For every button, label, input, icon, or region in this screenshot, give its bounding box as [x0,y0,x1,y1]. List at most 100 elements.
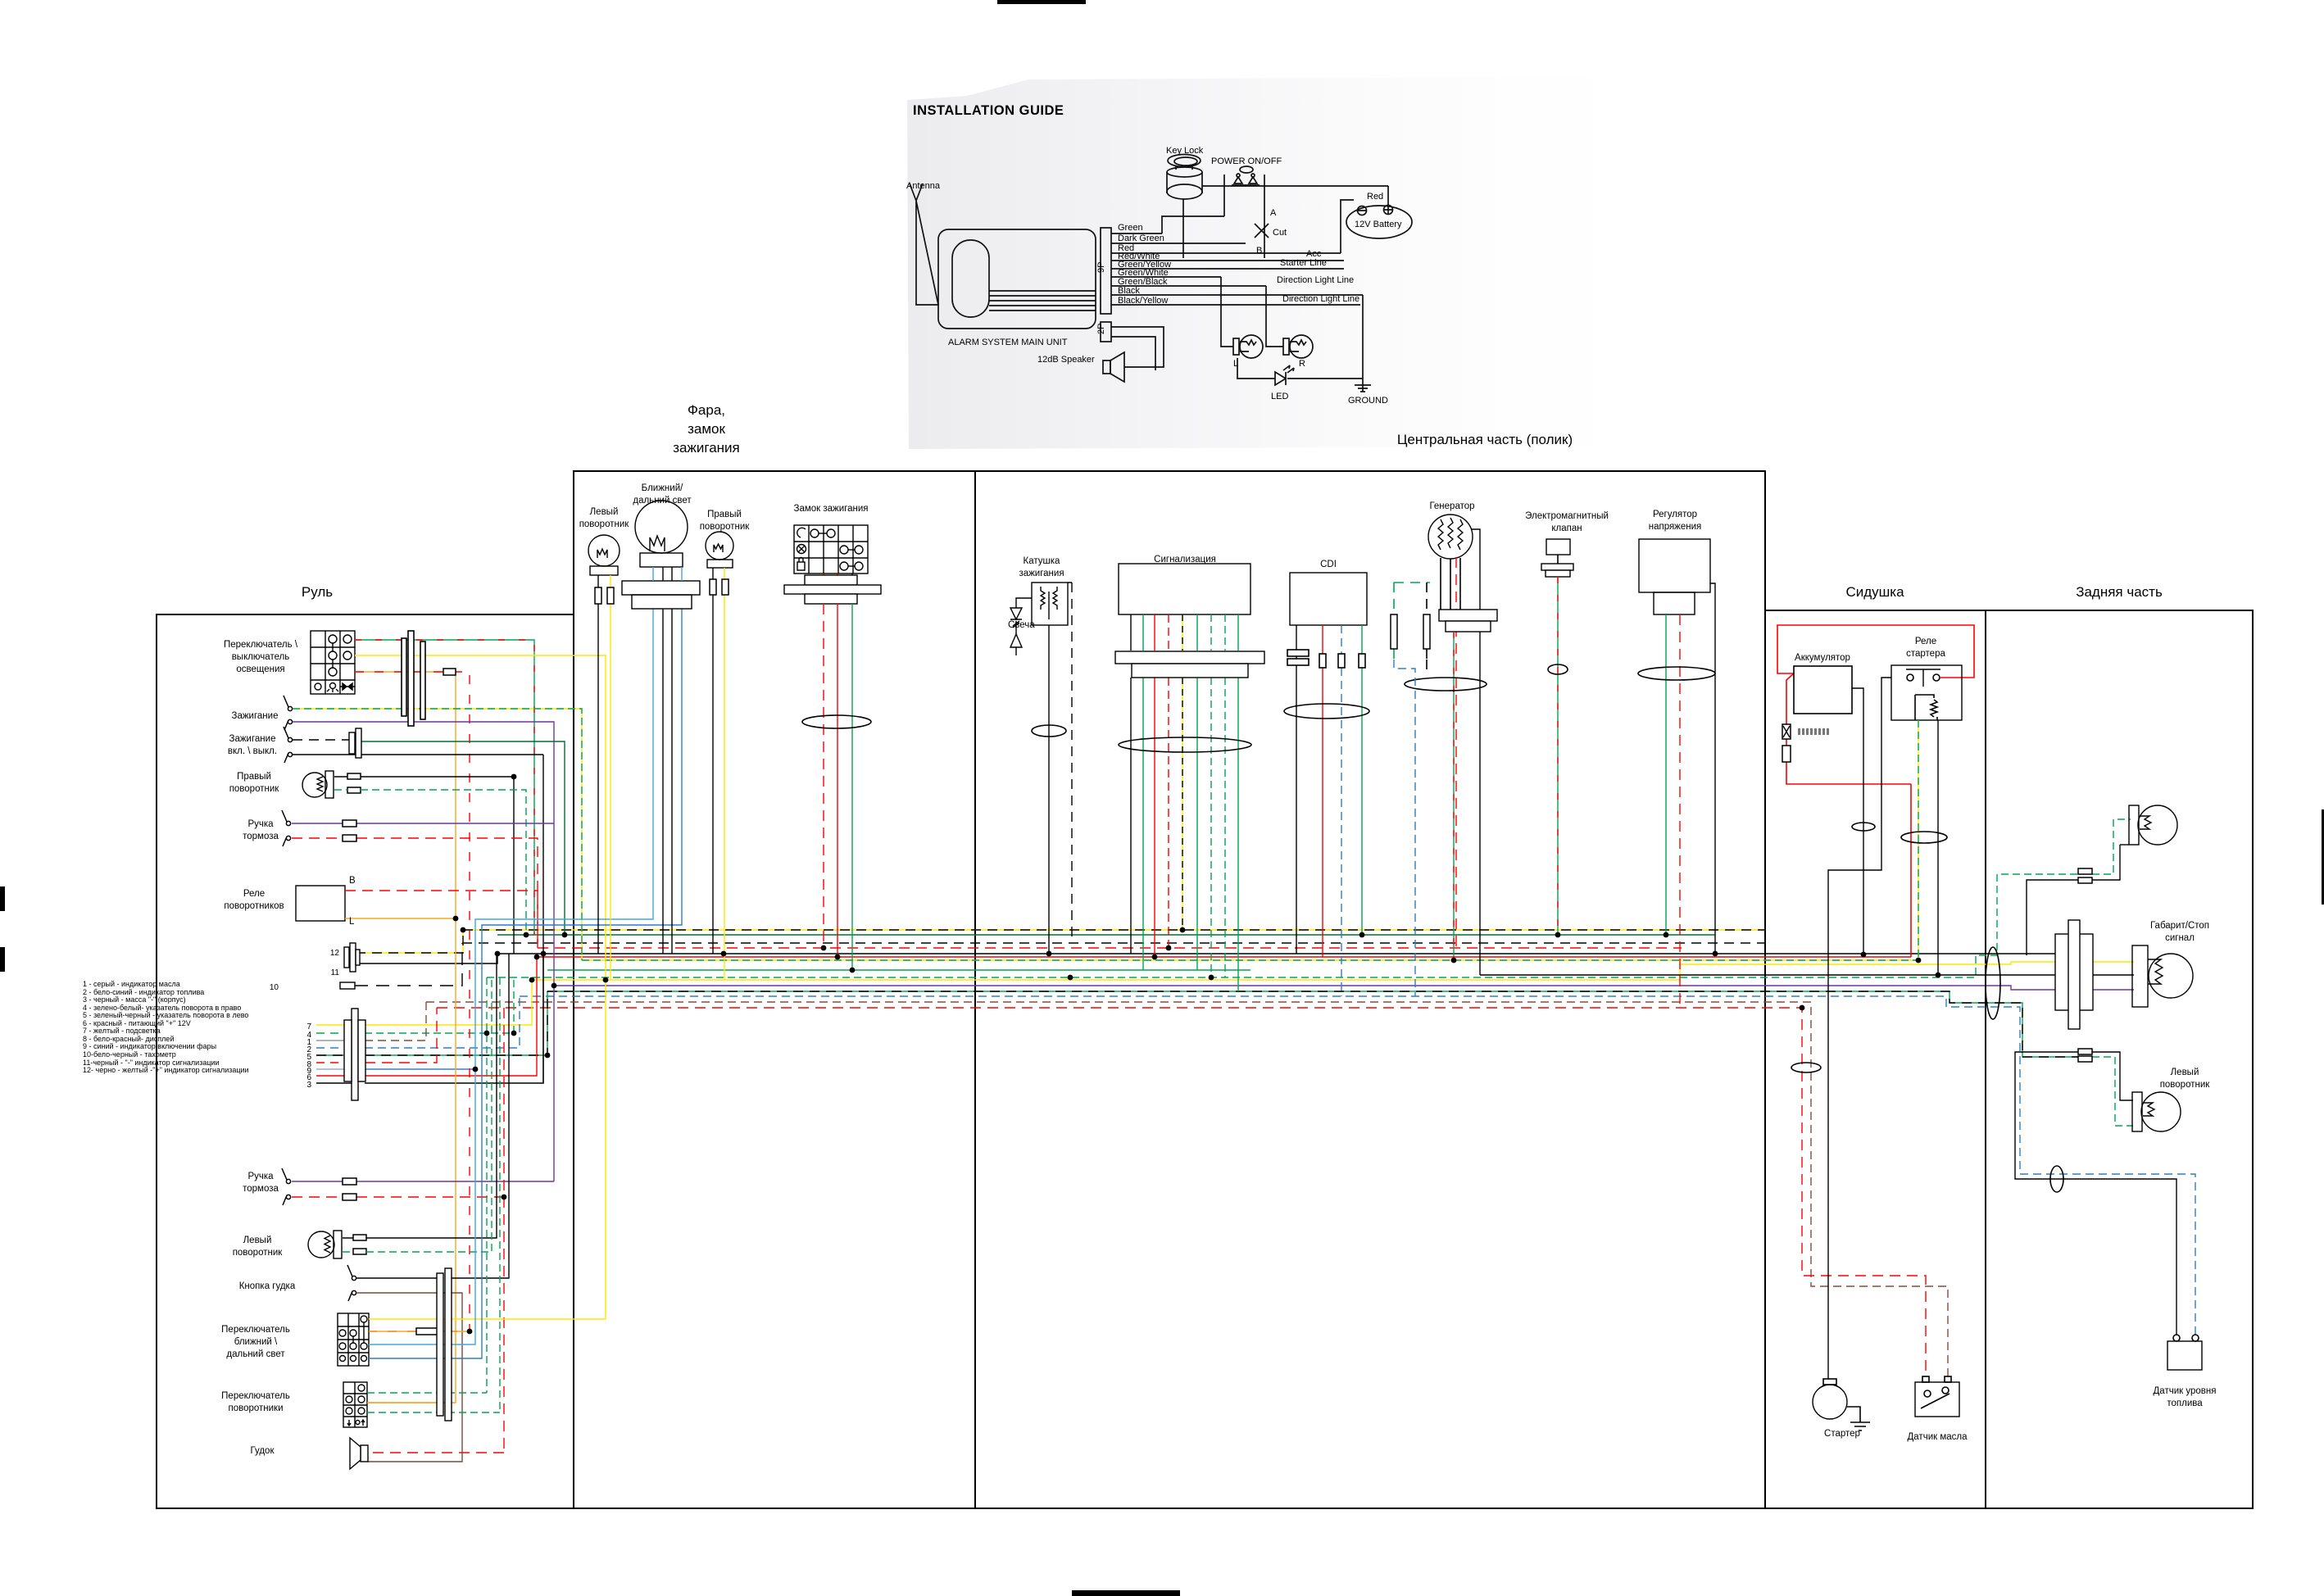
svg-text:A: A [1270,208,1277,218]
svg-text:сигнал: сигнал [2165,933,2195,943]
svg-text:Задняя часть: Задняя часть [2076,584,2163,600]
svg-text:Фара,: Фара, [688,402,725,418]
svg-text:Ближний/: Ближний/ [642,483,683,493]
svg-text:Гудок: Гудок [251,1446,275,1456]
svg-text:Red/White: Red/White [1118,252,1160,261]
svg-text:L: L [349,917,355,927]
svg-text:9: 9 [306,1067,311,1076]
svg-text:топлива: топлива [2167,1399,2203,1408]
svg-text:Кнопка гудка: Кнопка гудка [239,1281,296,1291]
svg-text:Antenna: Antenna [906,181,941,191]
svg-text:12- черно - желтый -"+" индика: 12- черно - желтый -"+" индикатор сигнал… [83,1066,249,1074]
svg-text:поворотник: поворотник [229,784,280,794]
svg-text:1 - серый - индикатор масла: 1 - серый - индикатор масла [83,980,180,988]
svg-text:B: B [349,876,356,886]
svg-text:Левый: Левый [2171,1068,2199,1077]
svg-text:B: B [1256,246,1262,256]
svg-text:Ручка: Ручка [247,819,274,829]
svg-text:R: R [1299,359,1305,369]
svg-text:Red: Red [1367,192,1383,202]
svg-text:6 - красный - питающий "+" 12V: 6 - красный - питающий "+" 12V [83,1019,191,1027]
svg-text:Green/White: Green/White [1118,268,1169,278]
svg-text:4: 4 [306,1031,311,1040]
svg-text:Регулятор: Регулятор [1653,510,1697,519]
svg-text:5 - зеленый-черный - указатель: 5 - зеленый-черный - указатель поворота … [83,1011,248,1019]
svg-text:поворотник: поворотник [2160,1080,2211,1090]
svg-text:зажигания: зажигания [1019,569,1064,578]
svg-text:Переключатель \: Переключатель \ [224,640,298,650]
svg-text:8 - бело-красный- дисплей: 8 - бело-красный- дисплей [83,1035,174,1043]
svg-text:Левый: Левый [590,507,619,517]
svg-text:GROUND: GROUND [1348,396,1388,406]
svg-text:CDI: CDI [1320,560,1337,569]
svg-text:12dB Speaker: 12dB Speaker [1037,355,1095,365]
svg-text:поворотник: поворотник [579,519,630,529]
svg-text:Cut: Cut [1273,228,1287,238]
svg-text:дальний свет: дальний свет [633,496,692,506]
svg-text:Starter Line: Starter Line [1280,258,1327,268]
svg-text:Реле: Реле [1915,637,1936,646]
svg-text:Dark Green: Dark Green [1118,234,1164,243]
svg-text:Black/Yellow: Black/Yellow [1118,296,1168,306]
svg-text:Сигнализация: Сигнализация [1154,555,1216,564]
svg-text:Red: Red [1118,243,1134,253]
svg-text:8: 8 [306,1060,311,1069]
svg-text:11: 11 [331,968,340,977]
svg-text:Правый: Правый [707,510,742,519]
svg-text:Габарит/Стоп: Габарит/Стоп [2150,921,2209,931]
svg-text:Центральная часть (полик): Центральная часть (полик) [1397,432,1573,447]
svg-text:2: 2 [306,1045,311,1054]
svg-text:7: 7 [306,1022,311,1032]
svg-text:Датчик масла: Датчик масла [1908,1432,1968,1442]
svg-text:Левый: Левый [243,1236,272,1245]
svg-text:5: 5 [306,1053,311,1062]
svg-text:Замок зажигания: Замок зажигания [794,504,869,514]
svg-text:11-черный - "-" индикатор сигн: 11-черный - "-" индикатор сигнализации [83,1059,220,1067]
svg-text:9P: 9P [1096,262,1106,273]
svg-text:Green/Black: Green/Black [1118,277,1168,287]
svg-text:Acc: Acc [1306,249,1322,259]
svg-text:Электромагнитный: Электромагнитный [1525,511,1609,521]
svg-text:10-бело-черный - тахометр: 10-бело-черный - тахометр [83,1050,176,1059]
svg-text:поворотников: поворотников [224,901,284,911]
svg-text:9 - синий - индикатор включени: 9 - синий - индикатор включении фары [83,1042,216,1050]
svg-text:3: 3 [306,1081,311,1090]
svg-text:2P: 2P [1096,324,1106,334]
svg-text:поворотник: поворотник [233,1248,284,1258]
svg-text:LED: LED [1271,392,1288,401]
svg-text:ALARM SYSTEM MAIN UNIT: ALARM SYSTEM MAIN UNIT [948,338,1068,347]
svg-text:клапан: клапан [1551,524,1582,533]
svg-text:Зажигание: Зажигание [229,734,276,744]
svg-text:выключатель: выключатель [232,652,290,662]
svg-text:12: 12 [330,949,340,958]
svg-text:Генератор: Генератор [1429,501,1474,511]
svg-text:ближний \: ближний \ [234,1337,278,1347]
svg-text:Руль: Руль [302,584,333,600]
svg-text:тормоза: тормоза [243,832,279,841]
svg-text:поворотник: поворотник [700,522,751,532]
svg-text:7 - желтый - подсветка: 7 - желтый - подсветка [83,1027,161,1035]
svg-text:4 - зелено-белый- указатель по: 4 - зелено-белый- указатель поворота в п… [83,1004,241,1012]
svg-text:1: 1 [306,1038,311,1047]
svg-text:Правый: Правый [237,772,271,782]
svg-text:Переключатель: Переключатель [221,1391,290,1401]
svg-text:поворотники: поворотники [228,1403,283,1413]
svg-text:Стартер: Стартер [1824,1429,1860,1439]
svg-text:Green: Green [1118,223,1143,233]
svg-text:12V Battery: 12V Battery [1355,220,1402,229]
svg-text:Переключатель: Переключатель [221,1325,290,1335]
svg-text:вкл. \ выкл.: вкл. \ выкл. [228,746,277,756]
svg-text:Свеча: Свеча [1008,620,1035,630]
svg-text:2 - бело-синий - индикатор топ: 2 - бело-синий - индикатор топлива [83,988,204,996]
svg-text:6: 6 [306,1073,311,1082]
svg-text:Сидушка: Сидушка [1845,584,1904,600]
svg-text:тормоза: тормоза [243,1184,279,1194]
svg-text:зажигания: зажигания [673,440,740,456]
svg-text:Black: Black [1118,286,1140,296]
svg-text:INSTALLATION GUIDE: INSTALLATION GUIDE [913,103,1064,118]
svg-text:Аккумулятор: Аккумулятор [1795,653,1850,663]
svg-text:3 - черный - масса "-" (корпус: 3 - черный - масса "-" (корпус) [83,995,186,1004]
svg-text:Реле: Реле [243,889,265,899]
svg-text:Key Lock: Key Lock [1166,146,1204,156]
svg-text:Катушка: Катушка [1024,556,1060,566]
